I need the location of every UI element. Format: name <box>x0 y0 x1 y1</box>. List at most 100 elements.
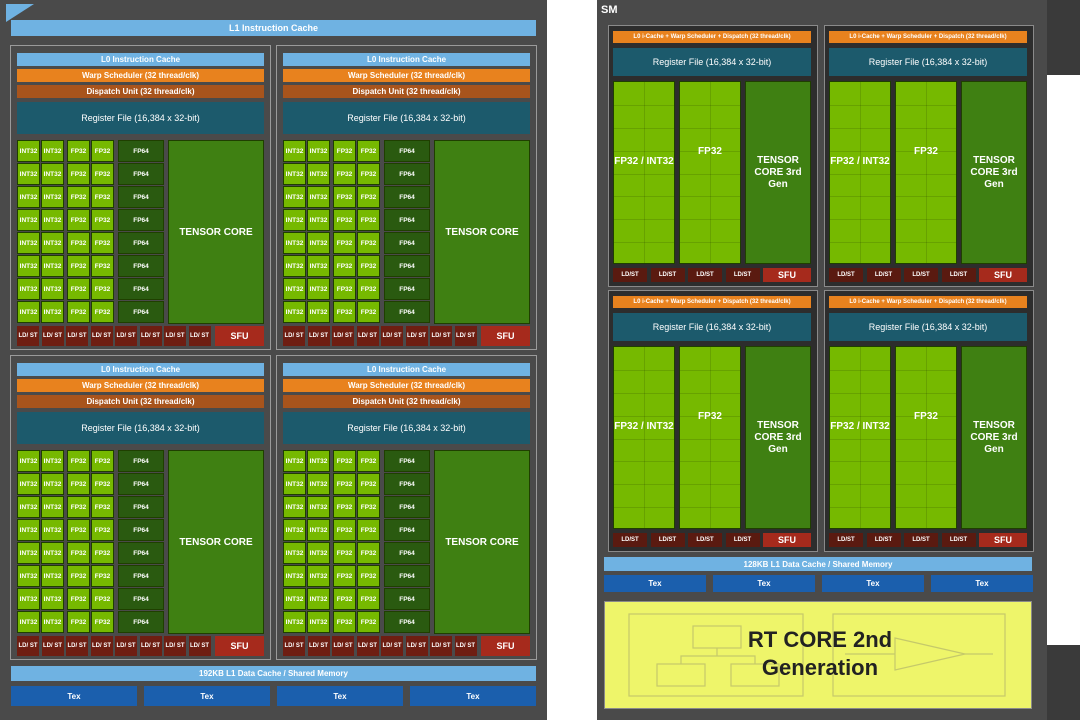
fp32-core: FP32 <box>91 588 114 610</box>
fp64-core: FP64 <box>118 565 164 587</box>
ldst-unit: LD/ ST <box>139 636 162 656</box>
ldst-unit: LD/ ST <box>454 326 477 346</box>
tensor-core: TENSOR CORE <box>168 450 264 634</box>
grid-line <box>896 173 956 175</box>
int32-core: INT32 <box>41 542 64 564</box>
fp32-label: FP32 <box>698 146 722 157</box>
grid-line <box>896 150 956 152</box>
rt-core-schematic-icon <box>628 613 1006 697</box>
fp32-int32-label: FP32 / INT32 <box>830 156 890 167</box>
int32-core: INT32 <box>17 163 40 185</box>
fp32-core: FP32 <box>91 542 114 564</box>
grid-line <box>710 347 711 528</box>
sfu-unit: SFU <box>979 268 1027 282</box>
int32-core: INT32 <box>17 186 40 208</box>
register-file: Register File (16,384 x 32-bit) <box>829 48 1027 76</box>
fp32-int32-label: FP32 / INT32 <box>614 421 674 432</box>
grid-line <box>896 415 956 417</box>
ldst-unit: LD/ST <box>650 533 685 547</box>
fp64-core: FP64 <box>118 186 164 208</box>
grid-line <box>614 104 674 106</box>
grid-line <box>896 242 956 244</box>
register-file: Register File (16,384 x 32-bit) <box>613 48 811 76</box>
fp32-core: FP32 <box>357 450 380 472</box>
ldst-unit: LD/ST <box>866 533 901 547</box>
int32-core: INT32 <box>17 588 40 610</box>
fp32-core: FP32 <box>67 232 90 254</box>
fp32-int32-label: FP32 / INT32 <box>830 421 890 432</box>
rt-core-label: RT CORE 2nd Generation <box>747 627 893 680</box>
sfu-unit: SFU <box>215 326 264 346</box>
fp32-core: FP32 <box>67 519 90 541</box>
grid-line <box>830 415 890 417</box>
fp32-int32-column: FP32 / INT32 <box>613 346 675 529</box>
fp64-core: FP64 <box>118 140 164 162</box>
grid-line <box>680 484 740 486</box>
fp32-core: FP32 <box>333 255 356 277</box>
fp32-int32-column: FP32 / INT32 <box>829 346 891 529</box>
grid-line <box>896 369 956 371</box>
fp32-core: FP32 <box>91 519 114 541</box>
int32-core: INT32 <box>283 140 306 162</box>
int32-core: INT32 <box>41 473 64 495</box>
grid-line <box>896 127 956 129</box>
fp64-core: FP64 <box>384 588 430 610</box>
fp32-core: FP32 <box>91 140 114 162</box>
fp32-core: FP32 <box>333 301 356 323</box>
fp32-core: FP32 <box>333 209 356 231</box>
grid-line <box>680 150 740 152</box>
ldst-unit: LD/ST <box>904 268 938 282</box>
ldst-unit: LD/ ST <box>454 636 477 656</box>
fp32-core: FP32 <box>357 255 380 277</box>
fp32-core: FP32 <box>357 496 380 518</box>
fp32-core: FP32 <box>333 588 356 610</box>
partition-header: L0 i-Cache + Warp Scheduler + Dispatch (… <box>613 31 811 43</box>
fp64-core: FP64 <box>118 278 164 300</box>
dispatch-unit: Dispatch Unit (32 thread/clk) <box>283 395 530 408</box>
int32-core: INT32 <box>41 496 64 518</box>
ldst-unit: LD/ST <box>725 268 760 282</box>
right-tex-4: Tex <box>931 575 1033 592</box>
int32-core: INT32 <box>41 186 64 208</box>
fp32-core: FP32 <box>333 611 356 633</box>
fp32-core: FP32 <box>333 278 356 300</box>
grid-line <box>830 173 890 175</box>
tensor-core: TENSOR CORE <box>168 140 264 324</box>
tensor-core: TENSOR CORE <box>434 140 530 324</box>
int32-core: INT32 <box>307 278 330 300</box>
sfu-unit: SFU <box>979 533 1027 547</box>
left-tex-3: Tex <box>277 686 403 706</box>
int32-core: INT32 <box>283 232 306 254</box>
fp32-label: FP32 <box>698 411 722 422</box>
fp32-core: FP32 <box>333 140 356 162</box>
fp32-core: FP32 <box>91 611 114 633</box>
grid-line <box>680 438 740 440</box>
grid-line <box>614 392 674 394</box>
grid-line <box>896 196 956 198</box>
grid-line <box>896 392 956 394</box>
partition-header: L0 i-Cache + Warp Scheduler + Dispatch (… <box>613 296 811 308</box>
ldst-unit: LD/ ST <box>356 326 379 346</box>
fp32-core: FP32 <box>67 542 90 564</box>
grid-line <box>644 82 645 263</box>
ldst-unit: LD/ ST <box>90 636 113 656</box>
grid-line <box>830 438 890 440</box>
grid-line <box>614 415 674 417</box>
right-partition: L0 i-Cache + Warp Scheduler + Dispatch (… <box>824 25 1034 287</box>
grid-line <box>830 392 890 394</box>
right-edge-bar-top <box>1047 0 1080 75</box>
ldst-unit: LD/ST <box>725 533 760 547</box>
fp32-core: FP32 <box>67 140 90 162</box>
grid-line <box>680 461 740 463</box>
fp32-core: FP32 <box>91 278 114 300</box>
grid-line <box>614 196 674 198</box>
fp64-core: FP64 <box>384 209 430 231</box>
fp64-core: FP64 <box>384 255 430 277</box>
tensor-core-3rd-gen: TENSOR CORE 3rd Gen <box>961 81 1027 264</box>
int32-core: INT32 <box>283 565 306 587</box>
grid-line <box>926 82 927 263</box>
register-file: Register File (16,384 x 32-bit) <box>283 412 530 444</box>
fp32-core: FP32 <box>333 473 356 495</box>
fp32-core: FP32 <box>91 473 114 495</box>
ldst-unit: LD/ ST <box>405 326 428 346</box>
